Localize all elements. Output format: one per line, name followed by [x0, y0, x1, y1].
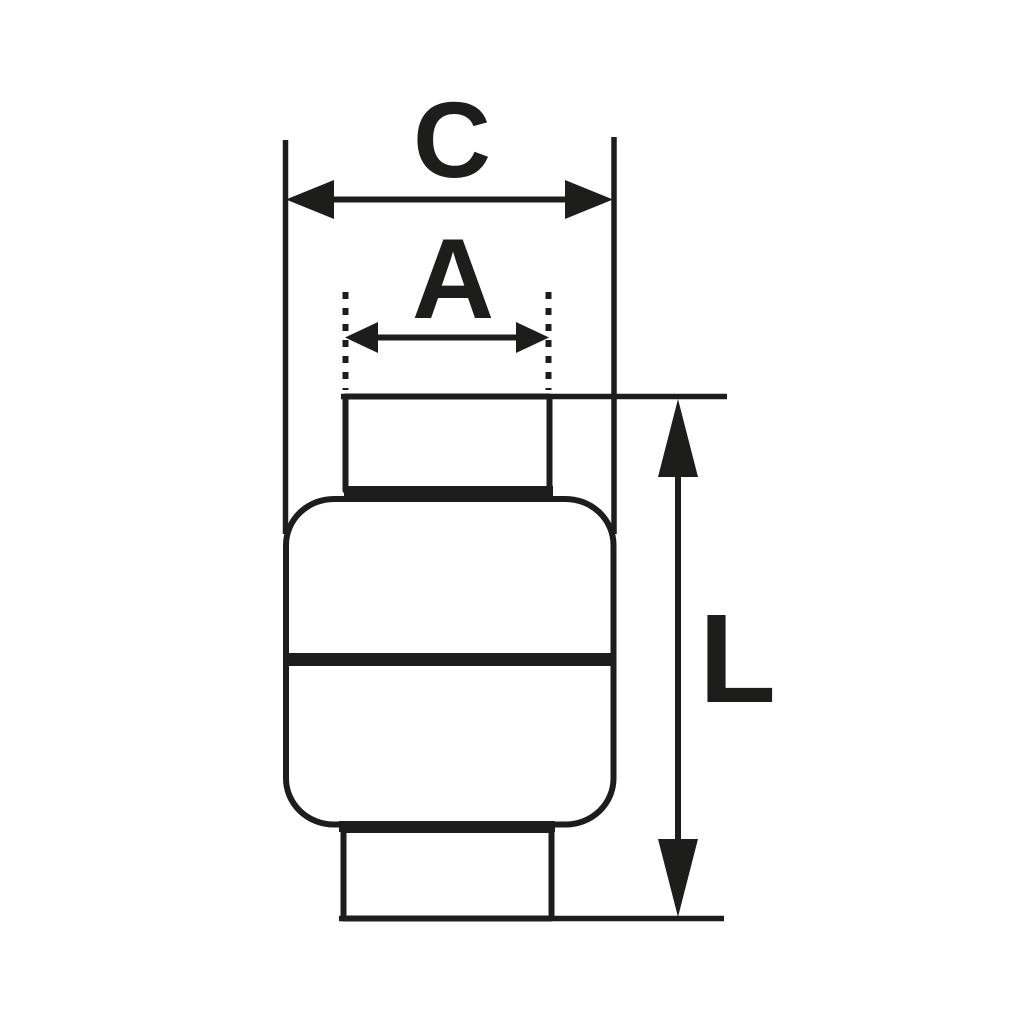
bottom-flange-band — [339, 821, 555, 832]
l-arrow-up-icon — [658, 399, 698, 477]
middle-band — [284, 653, 614, 666]
c-arrow-right-icon — [565, 180, 613, 219]
a-arrow-right-icon — [516, 322, 549, 353]
dimension-neck-width: A — [345, 216, 549, 353]
top-neck — [342, 393, 553, 494]
dimension-outer-width: C — [286, 79, 613, 219]
a-arrow-left-icon — [345, 322, 378, 353]
dimension-label-l: L — [699, 588, 776, 729]
l-arrow-down-icon — [658, 839, 698, 917]
dimension-label-c: C — [413, 79, 491, 200]
dimension-overall-height: L — [658, 399, 776, 917]
dimension-label-a: A — [412, 216, 494, 343]
top-flange-band — [344, 486, 553, 498]
part-outline — [283, 393, 617, 922]
c-arrow-left-icon — [286, 180, 334, 219]
bottom-neck — [340, 827, 555, 922]
